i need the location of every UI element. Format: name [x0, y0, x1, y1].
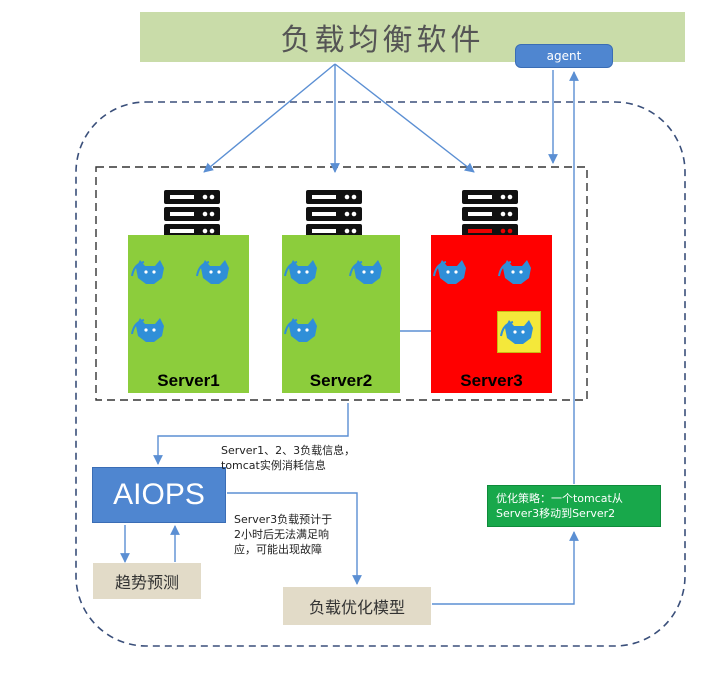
- load-info-line: Server1、2、3负载信息，: [221, 444, 356, 457]
- agent-label: agent: [546, 49, 582, 63]
- model-to-strategy-arrow: [432, 531, 579, 605]
- strategy-line: Server3移动到Server2: [496, 507, 616, 520]
- optimization-strategy-box: 优化策略：一个tomcat从 Server3移动到Server2: [487, 485, 661, 527]
- server2-label: Server2: [309, 371, 373, 390]
- aiops-box: AIOPS: [92, 467, 226, 523]
- server1-box: Server1: [128, 235, 249, 393]
- trend-forecast-box: 趋势预测: [93, 563, 201, 599]
- aiops-label: AIOPS: [113, 478, 205, 511]
- server2-box: Server2: [282, 235, 400, 393]
- forecast-line: 应，可能出现故障: [234, 543, 322, 556]
- optimization-model-box: 负载优化模型: [283, 587, 431, 625]
- aiops-to-model-arrow: [227, 492, 362, 585]
- server1-label: Server1: [157, 371, 220, 390]
- forecast-note: Server3负载预计于 2小时后无法满足响 应，可能出现故障: [234, 512, 374, 557]
- lb-to-server3-arrow: [334, 63, 475, 173]
- server-cluster-boundary: [95, 166, 588, 401]
- migrating-tomcat-highlight: [497, 311, 541, 353]
- load-info-note: Server1、2、3负载信息， tomcat实例消耗信息: [221, 443, 355, 473]
- optimization-model-label: 负载优化模型: [308, 598, 405, 617]
- server3-label: Server3: [460, 371, 523, 390]
- server-rack-icon: [306, 190, 362, 238]
- load-info-line: tomcat实例消耗信息: [221, 459, 326, 472]
- cluster-to-aiops-arrow: [153, 403, 349, 465]
- lb-to-server1-arrow: [203, 63, 336, 173]
- forecast-line: Server3负载预计于: [234, 513, 333, 526]
- trend-forecast-label: 趋势预测: [114, 573, 179, 592]
- forecast-line: 2小时后无法满足响: [234, 528, 329, 541]
- server-rack-icon: [462, 190, 518, 238]
- outer-boundary: [75, 101, 686, 647]
- server-rack-icon: [164, 190, 220, 238]
- strategy-line: 优化策略：一个tomcat从: [496, 492, 623, 505]
- load-balancer-title: 负载均衡软件: [280, 23, 485, 58]
- agent-box: agent: [515, 44, 613, 68]
